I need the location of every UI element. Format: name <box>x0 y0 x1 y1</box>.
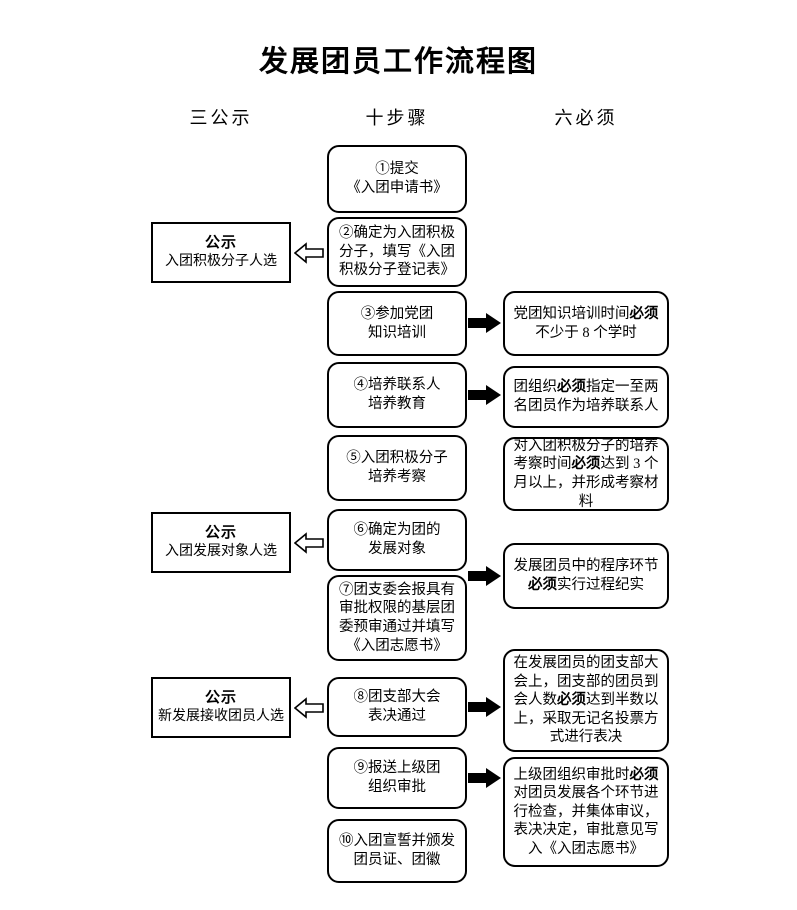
must-text-6: 上级团组织审批时必须对团员发展各个环节进行检查，并集体审议，表决决定，审批意见写… <box>513 766 659 857</box>
step-box-10[interactable]: ⑩入团宣誓并颁发团员证、团徽 <box>327 819 467 883</box>
page-title: 发展团员工作流程图 <box>258 46 538 78</box>
solid-right-arrow-icon-5 <box>468 696 502 718</box>
must-box-2[interactable]: 团组织必须指定一至两名团员作为培养联系人 <box>503 366 669 428</box>
notice-title-2: 公示 <box>204 524 237 541</box>
step-label-2: ②确定为入团积极分子，填写《入团积极分子登记表》 <box>339 225 455 279</box>
must-box-3[interactable]: 对入团积极分子的培养考察时间必须达到 3 个月以上，并形成考察材料 <box>503 437 669 511</box>
solid-right-arrow-icon-2 <box>468 384 502 406</box>
step-label-1: ①提交《入团申请书》 <box>346 161 448 196</box>
step-box-4[interactable]: ④培养联系人培养教育 <box>327 362 467 428</box>
must-text-1: 党团知识培训时间必须不少于 8 个学时 <box>513 305 659 341</box>
must-box-1[interactable]: 党团知识培训时间必须不少于 8 个学时 <box>503 291 669 356</box>
must-text-4: 发展团员中的程序环节必须实行过程纪实 <box>513 558 659 593</box>
column-header-right: 六必须 <box>554 108 618 128</box>
must-box-4[interactable]: 发展团员中的程序环节必须实行过程纪实 <box>503 543 669 609</box>
must-text-5: 在发展团员的团支部大会上，团支部的团员到会人数必须达到半数以上，采取无记名投票方… <box>513 655 659 746</box>
step-box-5[interactable]: ⑤入团积极分子培养考察 <box>327 435 467 501</box>
solid-right-arrow-icon-4 <box>468 565 502 587</box>
solid-right-arrow-icon-6 <box>468 767 502 789</box>
step-box-1[interactable]: ①提交《入团申请书》 <box>327 145 467 213</box>
step-label-9: ⑨报送上级团组织审批 <box>353 760 441 795</box>
step-label-4: ④培养联系人培养教育 <box>353 377 441 412</box>
notice-subject-1: 入团积极分子人选 <box>165 254 277 270</box>
hollow-left-arrow-icon-3 <box>294 696 324 720</box>
notice-subject-3: 新发展接收团员人选 <box>158 709 284 725</box>
column-header-left: 三公示 <box>189 108 253 128</box>
must-text-2: 团组织必须指定一至两名团员作为培养联系人 <box>513 379 659 414</box>
column-header-middle: 十步骤 <box>365 108 429 128</box>
notice-box-2[interactable]: 公示 入团发展对象人选 <box>151 512 291 573</box>
hollow-left-arrow-icon-2 <box>294 531 324 555</box>
step-box-2[interactable]: ②确定为入团积极分子，填写《入团积极分子登记表》 <box>327 217 467 287</box>
step-label-10: ⑩入团宣誓并颁发团员证、团徽 <box>339 833 455 868</box>
solid-right-arrow-icon-1 <box>468 312 502 334</box>
notice-box-1[interactable]: 公示 入团积极分子人选 <box>151 222 291 283</box>
must-box-5[interactable]: 在发展团员的团支部大会上，团支部的团员到会人数必须达到半数以上，采取无记名投票方… <box>503 649 669 752</box>
notice-box-3[interactable]: 公示 新发展接收团员人选 <box>151 677 291 738</box>
step-box-7[interactable]: ⑦团支委会报具有审批权限的基层团委预审通过并填写《入团志愿书》 <box>327 575 467 661</box>
notice-title-1: 公示 <box>204 234 237 251</box>
notice-subject-2: 入团发展对象人选 <box>165 544 277 560</box>
must-box-6[interactable]: 上级团组织审批时必须对团员发展各个环节进行检查，并集体审议，表决决定，审批意见写… <box>503 757 669 867</box>
step-label-3: ③参加党团知识培训 <box>360 305 434 341</box>
step-label-8: ⑧团支部大会表决通过 <box>353 689 441 724</box>
step-label-5: ⑤入团积极分子培养考察 <box>346 450 448 485</box>
step-box-9[interactable]: ⑨报送上级团组织审批 <box>327 747 467 809</box>
step-label-6: ⑥确定为团的发展对象 <box>353 522 441 557</box>
hollow-left-arrow-icon-1 <box>294 241 324 265</box>
must-text-3: 对入团积极分子的培养考察时间必须达到 3 个月以上，并形成考察材料 <box>513 437 659 510</box>
step-label-7: ⑦团支委会报具有审批权限的基层团委预审通过并填写《入团志愿书》 <box>339 581 455 654</box>
notice-title-3: 公示 <box>204 689 237 706</box>
step-box-3[interactable]: ③参加党团知识培训 <box>327 291 467 356</box>
step-box-8[interactable]: ⑧团支部大会表决通过 <box>327 677 467 737</box>
step-box-6[interactable]: ⑥确定为团的发展对象 <box>327 509 467 571</box>
